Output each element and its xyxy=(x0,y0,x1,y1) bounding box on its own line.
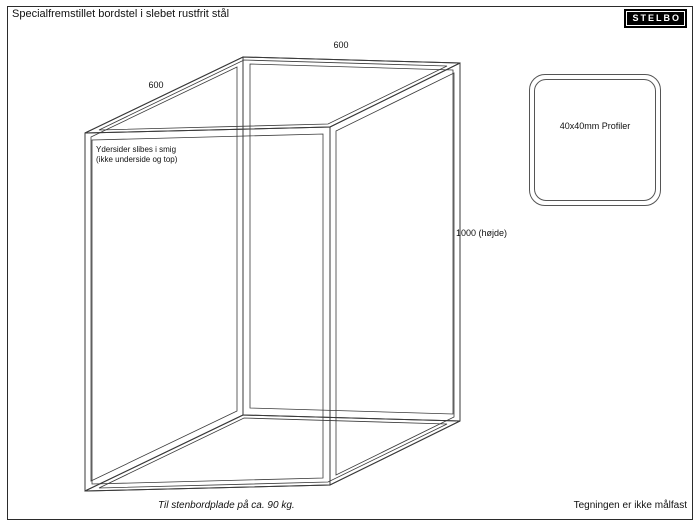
load-note: Til stenbordplade på ca. 90 kg. xyxy=(158,500,295,511)
scale-note: Tegningen er ikke målfast xyxy=(573,500,687,511)
dim-top-label: 600 xyxy=(333,40,348,50)
stelbo-logo-text: STELBO xyxy=(626,11,685,26)
frame-face-bottom-outer xyxy=(84,414,461,492)
frame-face-left-inner xyxy=(90,66,238,482)
miter-note-line1: Ydersider slibes i smig xyxy=(96,145,176,154)
dim-left-label: 600 xyxy=(148,80,163,90)
frame-face-back-inner xyxy=(249,63,454,415)
frame-face-right-inner xyxy=(335,72,455,476)
dim-height-label: 1000 (højde) xyxy=(456,228,507,238)
profile-label: 40x40mm Profiler xyxy=(559,121,631,131)
profile-inner-wall xyxy=(534,79,656,201)
profile-cross-section: 40x40mm Profiler xyxy=(529,74,661,206)
frame-face-front-outer xyxy=(84,126,331,492)
frame-face-top-inner xyxy=(98,59,448,131)
frame-face-right-outer xyxy=(329,62,461,486)
stelbo-logo: STELBO xyxy=(624,9,687,28)
frame-wireframe xyxy=(84,56,461,492)
page-border xyxy=(7,6,693,520)
frame-face-back-outer xyxy=(242,56,461,422)
page-title: Specialfremstillet bordstel i slebet rus… xyxy=(12,8,230,20)
frame-face-front-inner xyxy=(91,133,324,485)
frame-face-bottom-inner xyxy=(98,417,448,489)
miter-note-line2: (ikke underside og top) xyxy=(96,155,178,164)
